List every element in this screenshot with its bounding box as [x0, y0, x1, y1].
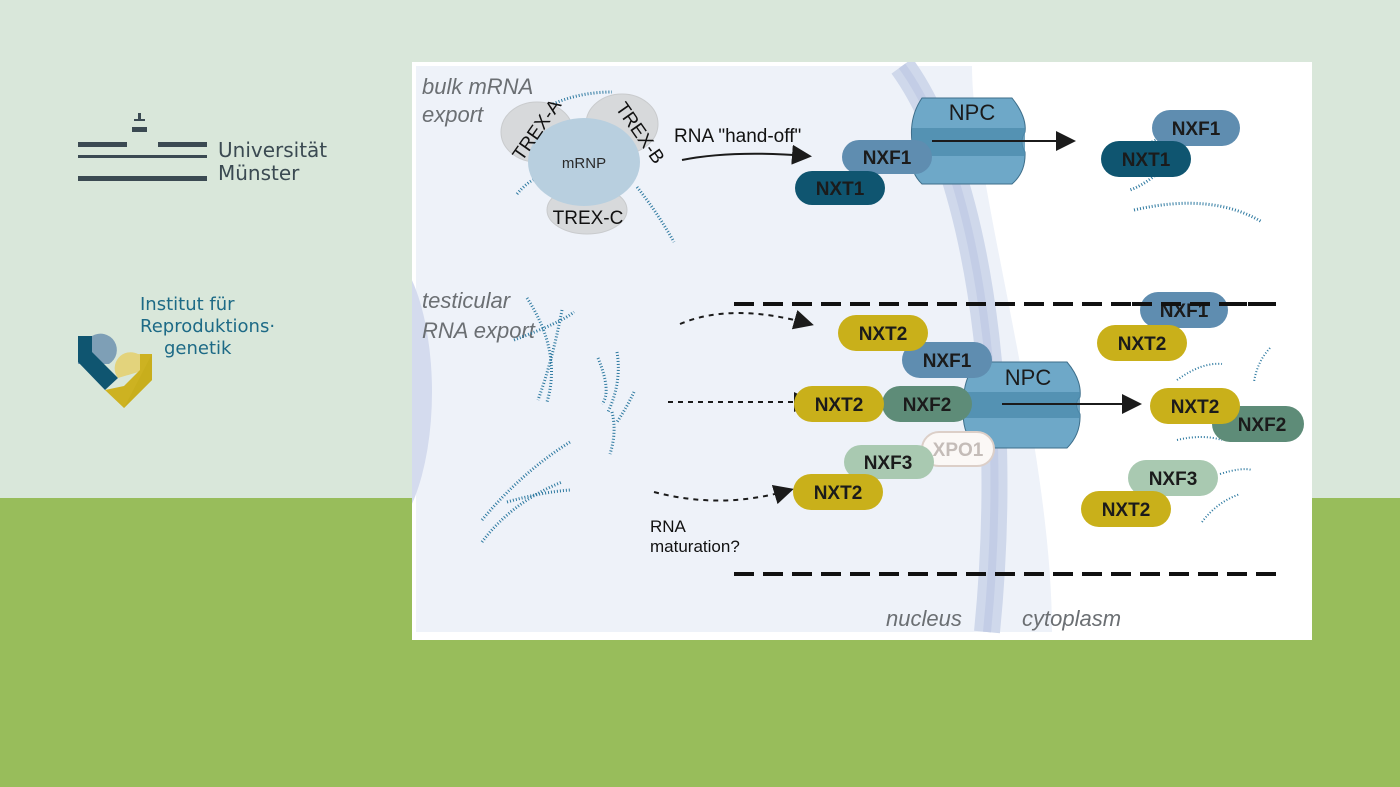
- protein-nxt2-cyto-c: [1081, 491, 1171, 527]
- protein-nxt1-bulk-cyto-label: NXT1: [1122, 150, 1171, 171]
- rna-export-figure: bulk mRNA export testicular RNA export m…: [412, 62, 1312, 640]
- institute-logo: Institut für Reproduktions· genetik: [78, 294, 318, 414]
- protein-xpo1-label: XPO1: [933, 440, 984, 461]
- protein-nxf1-bulk-cyto-label: NXF1: [1172, 119, 1221, 140]
- protein-nxf2-testicular-nuclear: [882, 386, 972, 422]
- institute-name-line3: genetik: [164, 338, 232, 359]
- npc-bulk-label: NPC: [949, 100, 996, 125]
- npc-testicular-label: NPC: [1005, 365, 1052, 390]
- mrnp-body: [528, 118, 640, 206]
- maturation-label-1: RNA: [650, 517, 687, 536]
- protein-nxt2-nuclear-c-label: NXT2: [814, 483, 863, 504]
- section-label-bulk-2: export: [422, 102, 484, 127]
- protein-nxf1-testicular-nuclear: [902, 342, 992, 378]
- protein-nxt2-cyto-c-label: NXT2: [1102, 500, 1151, 521]
- university-name-line1: Universität: [218, 138, 328, 162]
- protein-nxt1-bulk-nuclear: [795, 171, 885, 205]
- protein-nxf3-testicular-nuclear-label: NXF3: [864, 453, 913, 474]
- dotted-arrow-bottom: [653, 484, 794, 505]
- rna-export-diagram: bulk mRNA export testicular RNA export m…: [412, 62, 1308, 634]
- protein-nxf1-bulk-nuclear: [842, 140, 932, 174]
- protein-nxt2-cyto-b-label: NXT2: [1171, 397, 1220, 418]
- protein-nxf1-bulk-nuclear-label: NXF1: [863, 148, 912, 169]
- protein-nxt2-nuclear-a-label: NXT2: [859, 324, 908, 345]
- rna-fragments-cyto: [1176, 347, 1271, 523]
- section-label-testicular-2: RNA export: [422, 318, 536, 343]
- protein-nxf1-bulk-cyto: [1152, 110, 1240, 146]
- protein-nxt1-bulk-cyto: [1101, 141, 1191, 177]
- protein-nxf1-testicular-nuclear-label: NXF1: [923, 351, 972, 372]
- section-label-testicular-1: testicular: [422, 288, 512, 313]
- protein-nxf2-testicular-cyto-label: NXF2: [1238, 415, 1287, 436]
- cytoplasm-label: cytoplasm: [1022, 606, 1121, 631]
- handoff-label: RNA "hand-off": [674, 126, 801, 147]
- university-logo: Universität Münster: [78, 112, 338, 192]
- protein-nxt2-cyto-a-label: NXT2: [1118, 334, 1167, 355]
- institute-heart-icon: [78, 333, 152, 408]
- protein-nxt2-cyto-b: [1150, 388, 1240, 424]
- protein-nxf3-testicular-nuclear: [844, 445, 934, 479]
- university-building-icon: [78, 113, 207, 181]
- dotted-arrow-top: [679, 310, 814, 330]
- mrnp-label: mRNP: [562, 155, 606, 172]
- maturation-label-2: maturation?: [650, 537, 740, 556]
- protein-nxt2-nuclear-b-label: NXT2: [815, 395, 864, 416]
- handoff-arrow: [681, 144, 812, 165]
- nucleus-label: nucleus: [886, 606, 962, 631]
- protein-nxf1-testicular-cyto: [1140, 292, 1228, 328]
- protein-nxt2-cyto-a: [1097, 325, 1187, 361]
- protein-nxt2-nuclear-b: [794, 386, 884, 422]
- institute-name-line1: Institut für: [140, 294, 235, 315]
- protein-nxt1-bulk-nuclear-label: NXT1: [816, 179, 865, 200]
- trex-c-label: TREX-C: [553, 208, 624, 229]
- nucleus-body: [412, 280, 432, 504]
- university-name-line2: Münster: [218, 161, 300, 185]
- protein-nxf3-testicular-cyto-label: NXF3: [1149, 469, 1198, 490]
- protein-nxf3-testicular-cyto: [1128, 460, 1218, 496]
- rna-bundle-testicular: [480, 297, 636, 543]
- university-name: Universität Münster: [218, 139, 327, 185]
- institute-name-line2: Reproduktions·: [140, 316, 276, 337]
- institute-name: Institut für Reproduktions· genetik: [140, 294, 275, 360]
- section-label-bulk-1: bulk mRNA: [422, 74, 533, 99]
- protein-nxt2-nuclear-a: [838, 315, 928, 351]
- protein-nxf2-testicular-nuclear-label: NXF2: [903, 395, 952, 416]
- protein-nxf1-testicular-cyto-label: NXF1: [1160, 301, 1209, 322]
- protein-nxt2-nuclear-c: [793, 474, 883, 510]
